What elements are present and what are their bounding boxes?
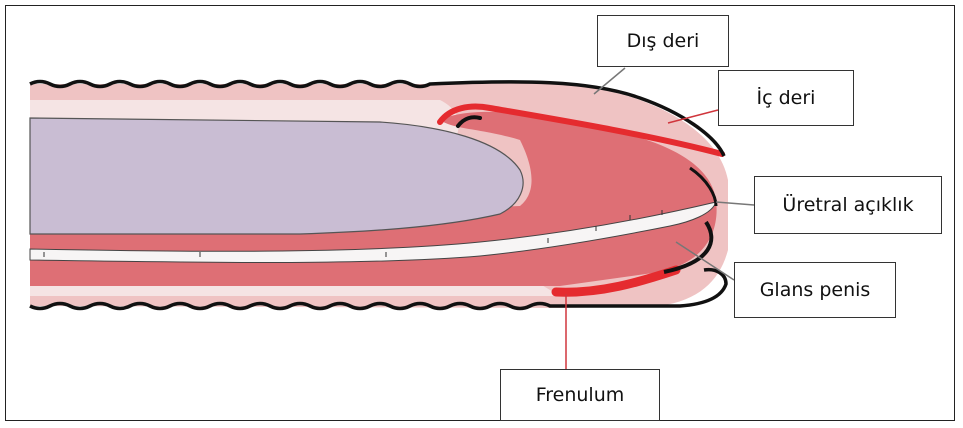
corpus-cavernosum — [30, 118, 523, 234]
label-glans-penis: Glans penis — [734, 262, 896, 318]
label-frenulum: Frenulum — [500, 369, 660, 421]
label-uretral-aciklik: Üretral açıklık — [754, 176, 942, 234]
label-dis-deri: Dış deri — [597, 15, 729, 67]
label-ic-deri: İç deri — [718, 70, 854, 126]
